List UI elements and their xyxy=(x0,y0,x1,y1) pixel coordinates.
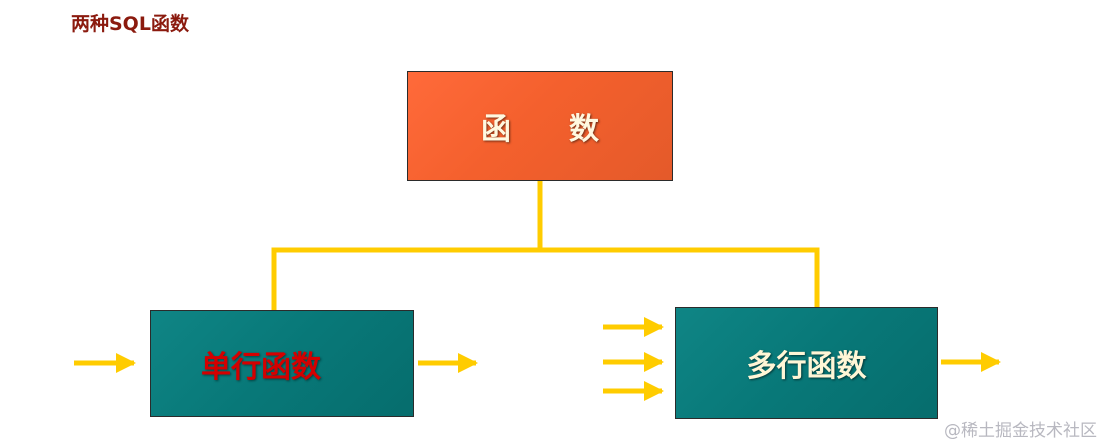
single-row-function-label: 单行函数 xyxy=(201,349,321,385)
multi-row-function-label: 多行函数 xyxy=(746,349,867,384)
page-title: 两种SQL函数 xyxy=(71,13,189,35)
watermark: @稀土掘金技术社区 xyxy=(944,421,1097,441)
function-root-char-1: 函 xyxy=(481,112,511,147)
multi-row-function-box: 多行函数 xyxy=(675,307,938,419)
function-root-box: 函 数 xyxy=(407,71,673,181)
function-root-char-2: 数 xyxy=(569,112,599,147)
single-row-function-box: 单行函数 xyxy=(150,310,414,417)
